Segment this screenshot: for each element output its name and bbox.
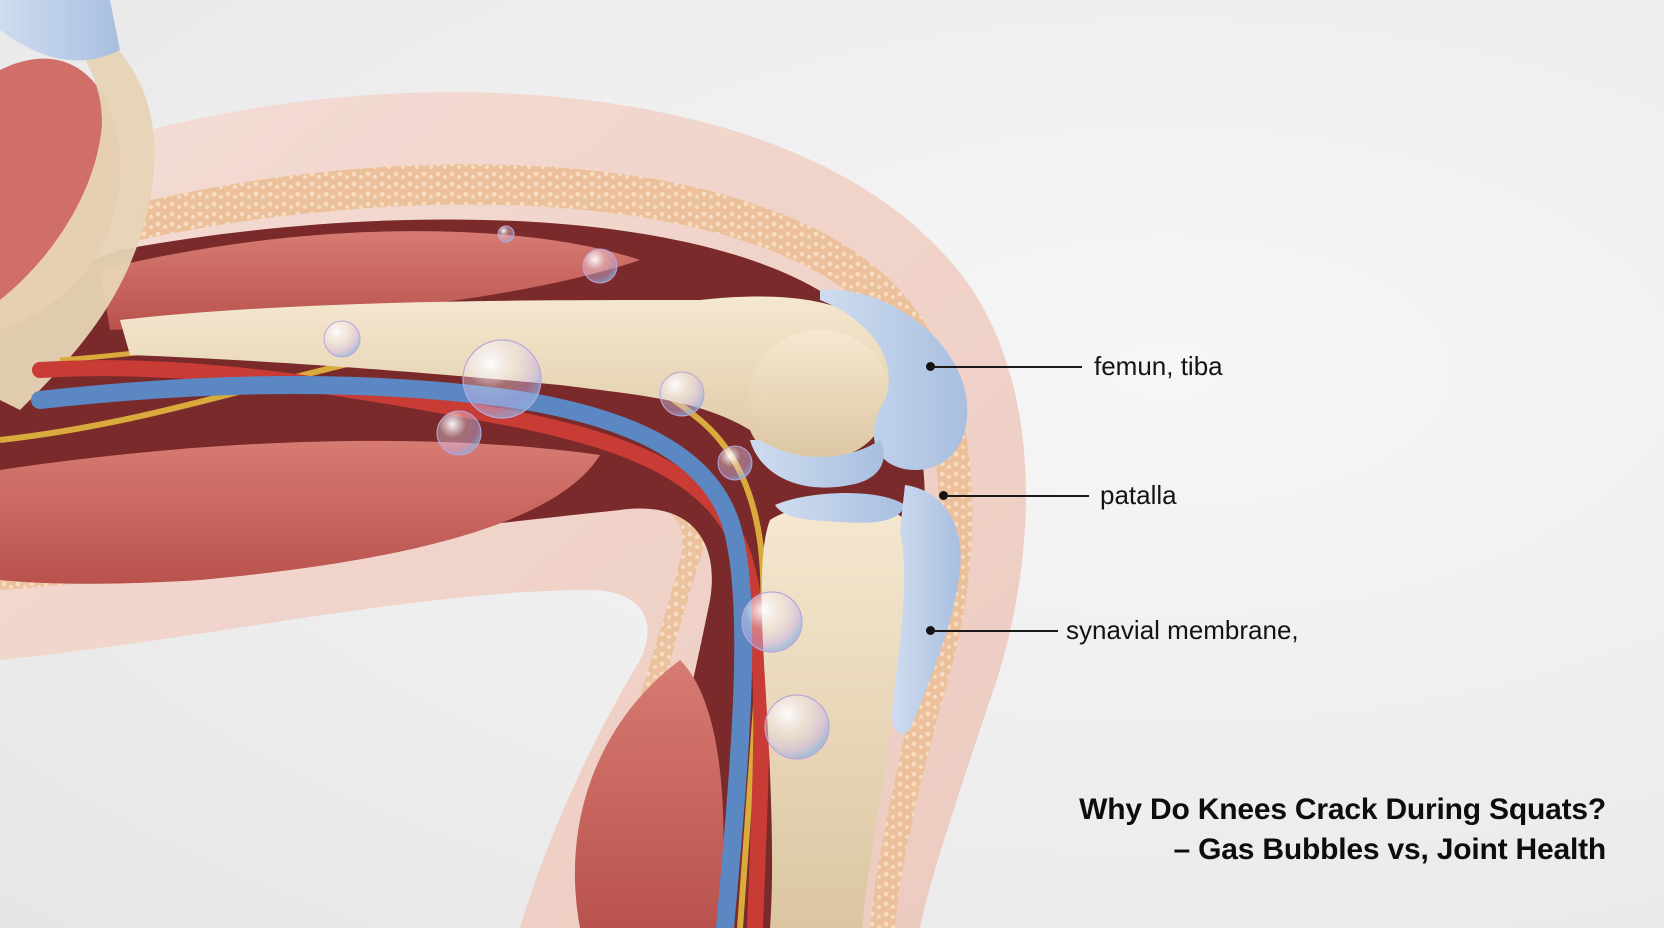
- caption-title: Why Do Knees Crack During Squats?: [1079, 793, 1606, 826]
- caption-subtitle: – Gas Bubbles vs, Joint Health: [1173, 833, 1607, 866]
- hamstring-muscle: [0, 440, 600, 584]
- bubble: [323, 320, 361, 358]
- bubble: [582, 248, 618, 284]
- bubble: [717, 445, 753, 481]
- fat-layer: [130, 164, 973, 928]
- calf-muscle: [574, 660, 724, 928]
- patellar-cartilage: [891, 485, 961, 734]
- vein: [31, 376, 753, 928]
- tibial-cartilage: [775, 492, 905, 523]
- synovial-label: synavial membrane,: [1066, 615, 1299, 645]
- bubble: [764, 694, 830, 760]
- upper-cartilage: [0, 0, 120, 61]
- femoral-cartilage: [820, 289, 968, 470]
- gas-bubbles: [323, 225, 830, 760]
- bubble: [659, 371, 705, 417]
- bubble: [436, 410, 482, 456]
- synovial-leader: [930, 630, 1058, 632]
- patella-label: patalla: [1100, 480, 1177, 510]
- hip-tendon: [0, 0, 155, 410]
- patella-leader: [943, 495, 1089, 497]
- condyle-cartilage: [750, 440, 884, 488]
- bubble: [462, 339, 542, 419]
- caption: Why Do Knees Crack During Squats? – Gas …: [1079, 790, 1606, 870]
- femoral-condyle: [750, 330, 890, 460]
- femur-tibia-leader: [930, 366, 1082, 368]
- quadriceps-muscle: [100, 231, 640, 330]
- bubble: [741, 591, 803, 653]
- femur-tibia-label: femun, tiba: [1094, 351, 1223, 381]
- bubble: [497, 225, 515, 243]
